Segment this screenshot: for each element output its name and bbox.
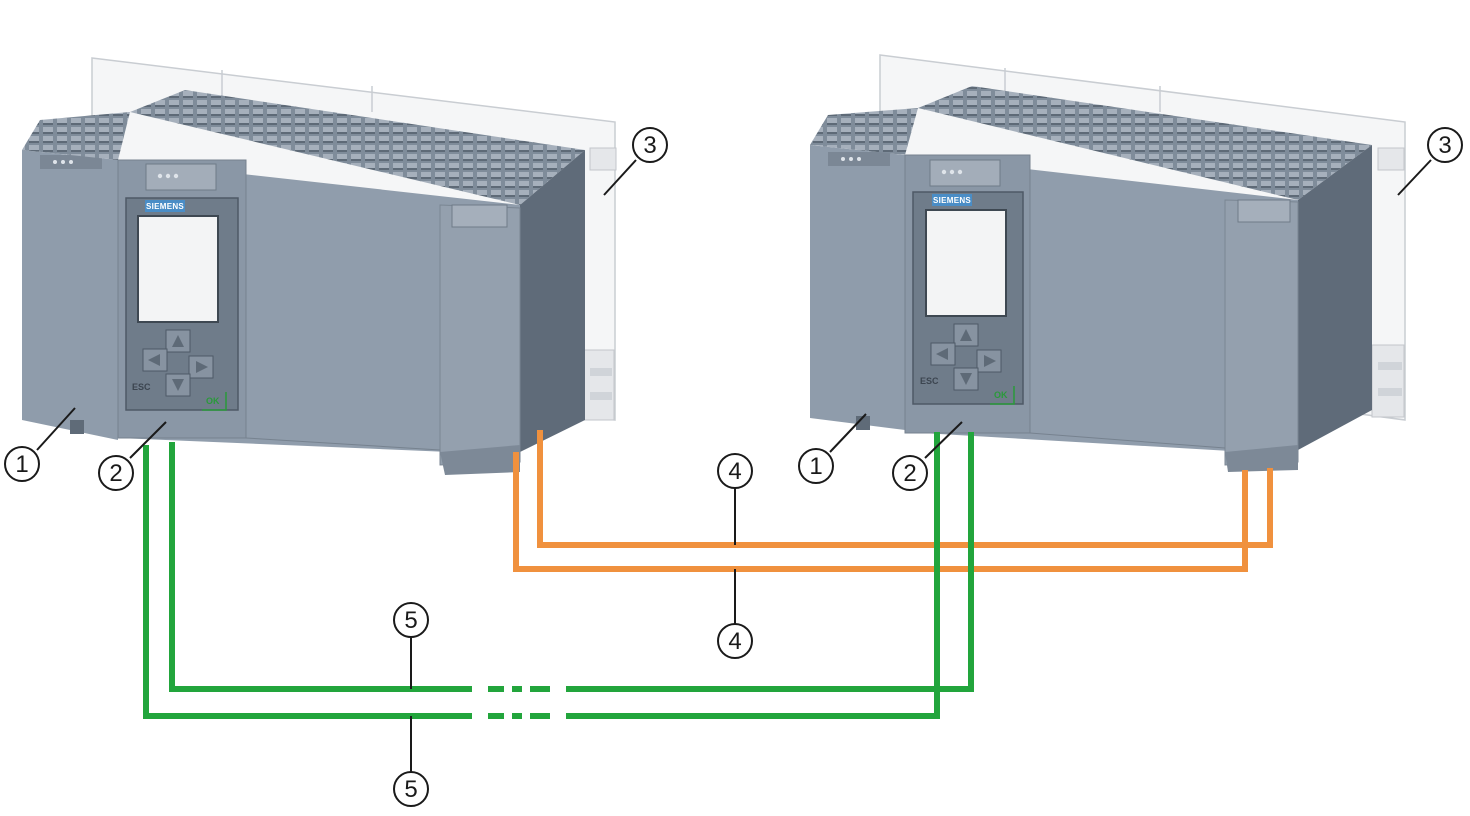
brand-label-left: SIEMENS: [146, 202, 184, 211]
callout-sync-cable-bottom: 4: [717, 623, 753, 659]
network-cable-outer-right: [566, 432, 940, 719]
callout-power-supply-left: 1: [4, 446, 40, 482]
cpu-display-screen-left: [137, 215, 219, 323]
power-supply-module-left: [22, 112, 130, 440]
svg-text:2: 2: [903, 460, 916, 487]
svg-text:1: 1: [15, 451, 28, 478]
svg-text:3: 3: [643, 132, 656, 159]
sync-cable-inner: [537, 430, 1273, 548]
callout-sync-cable-top: 4: [717, 453, 753, 489]
ok-key-label-left: OK: [206, 396, 220, 406]
network-cables: [143, 432, 974, 719]
callout-cpu-right: 2: [892, 455, 928, 491]
cpu-module-left: SIEMENS ESC OK: [117, 90, 585, 475]
arrow-down-icon: [172, 379, 184, 391]
svg-text:3: 3: [1438, 132, 1451, 159]
cpu-system-left: SIEMENS ESC OK: [22, 57, 617, 475]
callout-rail-left: 3: [632, 127, 668, 163]
cpu-system-right: SIEMENS ESC OK: [810, 54, 1406, 472]
svg-text:5: 5: [404, 776, 417, 803]
svg-text:5: 5: [404, 607, 417, 634]
network-cable-inner-left: [169, 442, 472, 692]
sync-cables: [513, 430, 1273, 572]
brand-label-right: SIEMENS: [933, 196, 971, 205]
callout-rail-right: 3: [1427, 127, 1463, 163]
cpu-display-screen-right: [925, 209, 1007, 317]
arrow-up-icon: [960, 329, 972, 341]
arrow-left-icon: [148, 354, 160, 366]
power-supply-module-right: [810, 108, 918, 430]
svg-text:4: 4: [728, 628, 741, 655]
arrow-right-icon: [984, 355, 996, 367]
network-cable-inner-right: [566, 432, 974, 692]
cpu-module-right: SIEMENS ESC OK: [904, 86, 1372, 472]
callout-network-cable-bottom: 5: [393, 771, 429, 807]
navigation-keypad-left: [142, 329, 214, 397]
siemens-logo-left: [145, 200, 185, 212]
arrow-right-icon: [196, 361, 208, 373]
arrow-left-icon: [936, 348, 948, 360]
navigation-keypad-right: [930, 323, 1002, 391]
network-cable-outer-left: [143, 445, 472, 719]
ok-key-label-right: OK: [994, 390, 1008, 400]
callouts: 1 2 3 1 2 3 4 4: [4, 127, 1463, 807]
siemens-logo-right: [932, 194, 972, 206]
arrow-down-icon: [960, 373, 972, 385]
svg-text:1: 1: [809, 453, 822, 480]
callout-power-supply-right: 1: [798, 448, 834, 484]
svg-text:2: 2: [109, 460, 122, 487]
esc-key-label-left: ESC: [132, 382, 151, 392]
callout-leaders: [36, 159, 1432, 772]
callout-network-cable-top: 5: [393, 602, 429, 638]
sync-cable-outer: [513, 452, 1248, 572]
callout-cpu-left: 2: [98, 455, 134, 491]
esc-key-label-right: ESC: [920, 376, 939, 386]
arrow-up-icon: [172, 335, 184, 347]
svg-text:4: 4: [728, 458, 741, 485]
